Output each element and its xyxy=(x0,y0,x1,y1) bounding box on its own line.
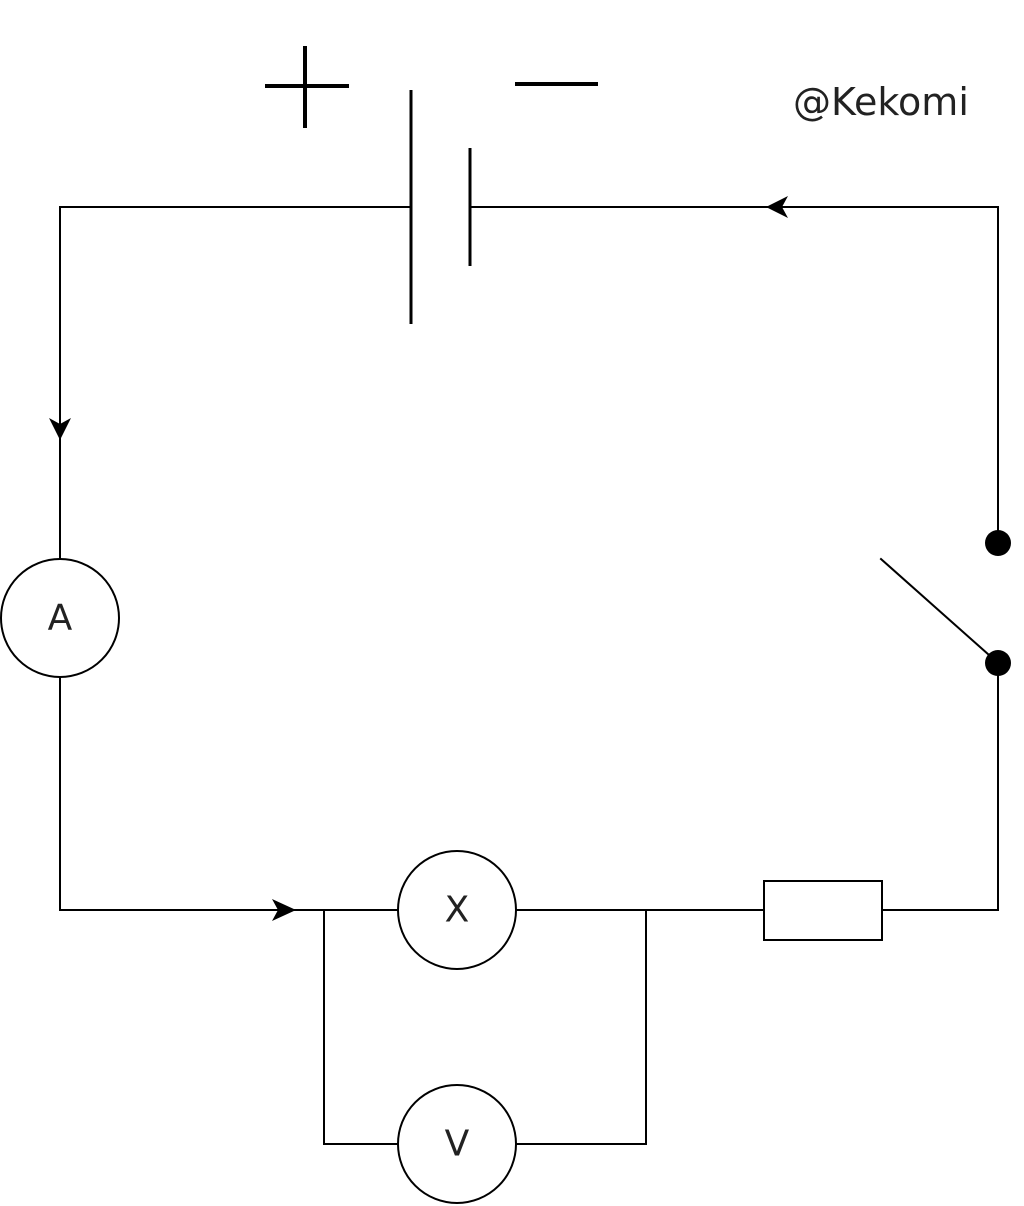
resistor xyxy=(763,880,883,941)
watermark-text: @Kekomi xyxy=(793,80,969,124)
ammeter-label: A xyxy=(48,598,73,639)
switch-lever xyxy=(879,557,1000,665)
component-x: X xyxy=(397,850,517,970)
voltmeter: V xyxy=(397,1084,517,1204)
component-x-label: X xyxy=(445,890,470,931)
switch xyxy=(879,530,1011,676)
voltmeter-label: V xyxy=(445,1124,470,1165)
battery-cell xyxy=(409,90,472,324)
current-arrow-left xyxy=(49,418,71,440)
battery-positive-mark xyxy=(265,46,349,128)
ammeter: A xyxy=(0,558,120,678)
voltmeter-branch xyxy=(323,909,647,1145)
current-arrow-top xyxy=(766,196,788,218)
switch-terminal-top xyxy=(985,530,1011,556)
current-arrow-bottom xyxy=(272,899,296,921)
